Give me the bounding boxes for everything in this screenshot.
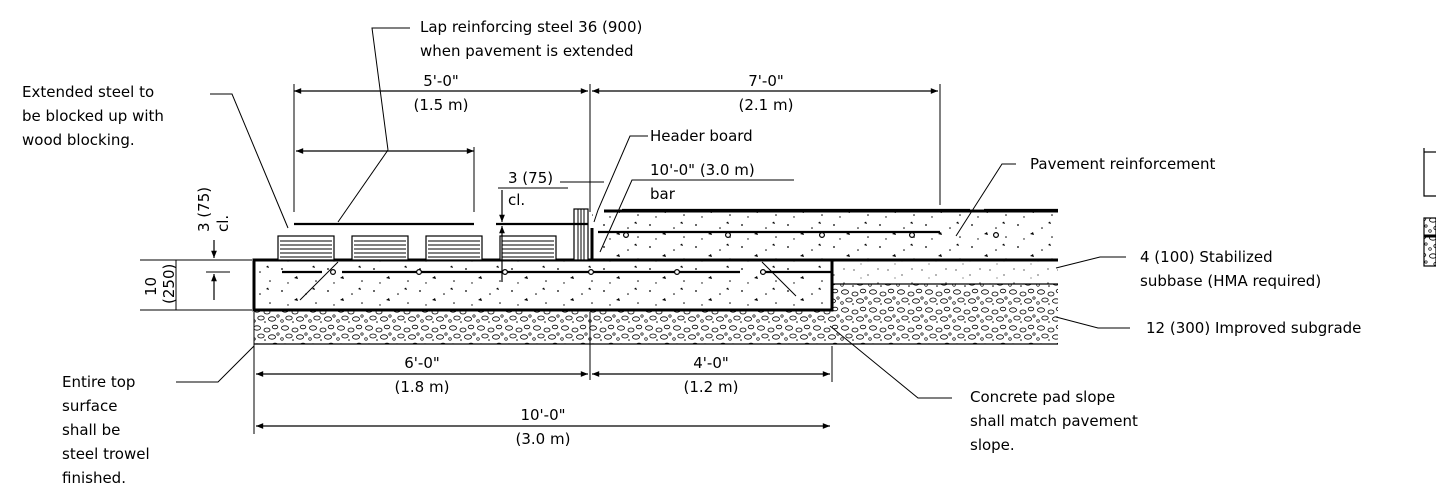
dim-top-right-metric: (2.1 m) (739, 96, 794, 114)
svg-text:3 (75): 3 (75) (508, 169, 553, 187)
pad-slope-text-1: Concrete pad slope (970, 388, 1115, 406)
svg-text:finished.: finished. (62, 469, 126, 487)
subgrade-left (254, 310, 832, 344)
svg-text:wood blocking.: wood blocking. (22, 131, 135, 149)
bar-length-label: 10'-0" (3.0 m) (650, 161, 755, 179)
wood-blocking (277, 235, 557, 261)
svg-text:Entire top: Entire top (62, 373, 135, 391)
extended-steel-text-3: wood blocking. (22, 131, 135, 149)
svg-text:when pavement is extended: when pavement is extended (420, 42, 634, 60)
svg-text:12 (300) Improved subgrade: 12 (300) Improved subgrade (1146, 319, 1361, 337)
svg-text:(250): (250) (160, 264, 178, 304)
pad-slope-text-2: shall match pavement (970, 412, 1138, 430)
dim-top-left-metric: (1.5 m) (414, 96, 469, 114)
svg-text:4'-0": 4'-0" (693, 354, 729, 372)
header-board-label: Header board (650, 127, 753, 145)
extended-steel-text-2: be blocked up with (22, 107, 164, 125)
svg-text:surface: surface (62, 397, 117, 415)
svg-text:steel trowel: steel trowel (62, 445, 150, 463)
top-surface-text-1: Entire top (62, 373, 135, 391)
svg-text:3 (75): 3 (75) (195, 187, 213, 232)
stabilized-subbase (832, 260, 1058, 284)
slab-thickness-text-2: (250) (160, 264, 178, 304)
dim-bottom-total-metric: (3.0 m) (516, 430, 571, 448)
stabilized-subbase-text-2: subbase (HMA required) (1140, 272, 1321, 290)
svg-text:Extended steel to: Extended steel to (22, 83, 154, 101)
svg-text:Pavement reinforcement: Pavement reinforcement (1030, 155, 1216, 173)
clearance-vertical-text-2: cl. (214, 215, 232, 232)
improved-subgrade-label: 12 (300) Improved subgrade (1146, 319, 1361, 337)
pavement-reinforcement-label: Pavement reinforcement (1030, 155, 1216, 173)
svg-text:bar: bar (650, 185, 676, 203)
dim-bottom-right-imperial: 4'-0" (693, 354, 729, 372)
svg-text:7'-0": 7'-0" (748, 72, 784, 90)
top-surface-text-5: finished. (62, 469, 126, 487)
dim-top-left-imperial: 5'-0" (423, 72, 459, 90)
edge-fragment (1423, 148, 1436, 267)
subgrade-right (832, 284, 1058, 344)
slab-thickness-text-1: 10 (142, 277, 160, 296)
svg-text:6'-0": 6'-0" (404, 354, 440, 372)
svg-text:(1.5 m): (1.5 m) (414, 96, 469, 114)
dim-bottom-left-metric: (1.8 m) (395, 378, 450, 396)
svg-text:10: 10 (142, 277, 160, 296)
lap-text-2: when pavement is extended (420, 42, 634, 60)
pavement-slab (592, 211, 1058, 260)
header-board (573, 208, 589, 261)
svg-text:slope.: slope. (970, 436, 1015, 454)
top-surface-text-3: shall be (62, 421, 120, 439)
pad-slope-text-3: slope. (970, 436, 1015, 454)
svg-text:cl.: cl. (214, 215, 232, 232)
svg-text:(1.2 m): (1.2 m) (684, 378, 739, 396)
svg-text:4 (100) Stabilized: 4 (100) Stabilized (1140, 248, 1273, 266)
clearance-small-text-2: cl. (508, 191, 525, 209)
dim-top-right-imperial: 7'-0" (748, 72, 784, 90)
top-surface-text-4: steel trowel (62, 445, 150, 463)
svg-text:(1.8 m): (1.8 m) (395, 378, 450, 396)
svg-text:5'-0": 5'-0" (423, 72, 459, 90)
clearance-small-text-1: 3 (75) (508, 169, 553, 187)
svg-text:subbase (HMA required): subbase (HMA required) (1140, 272, 1321, 290)
reinforcing-steel (282, 208, 1058, 276)
svg-text:shall match pavement: shall match pavement (970, 412, 1138, 430)
svg-text:(2.1 m): (2.1 m) (739, 96, 794, 114)
svg-text:Concrete pad slope: Concrete pad slope (970, 388, 1115, 406)
svg-text:Header board: Header board (650, 127, 753, 145)
svg-text:10'-0" (3.0 m): 10'-0" (3.0 m) (650, 161, 755, 179)
top-surface-text-2: surface (62, 397, 117, 415)
dim-bottom-left-imperial: 6'-0" (404, 354, 440, 372)
extended-steel-text-1: Extended steel to (22, 83, 154, 101)
svg-text:10'-0": 10'-0" (520, 406, 565, 424)
concrete-pad (254, 260, 832, 310)
svg-text:cl.: cl. (508, 191, 525, 209)
svg-text:shall be: shall be (62, 421, 120, 439)
stabilized-subbase-text-1: 4 (100) Stabilized (1140, 248, 1273, 266)
lap-text-1: Lap reinforcing steel 36 (900) (420, 18, 642, 36)
dim-bottom-total-imperial: 10'-0" (520, 406, 565, 424)
clearance-vertical-text-1: 3 (75) (195, 187, 213, 232)
svg-text:Lap reinforcing steel 36 (900): Lap reinforcing steel 36 (900) (420, 18, 642, 36)
svg-text:be blocked up with: be blocked up with (22, 107, 164, 125)
dim-bottom-right-metric: (1.2 m) (684, 378, 739, 396)
bar-label: bar (650, 185, 676, 203)
svg-text:(3.0 m): (3.0 m) (516, 430, 571, 448)
